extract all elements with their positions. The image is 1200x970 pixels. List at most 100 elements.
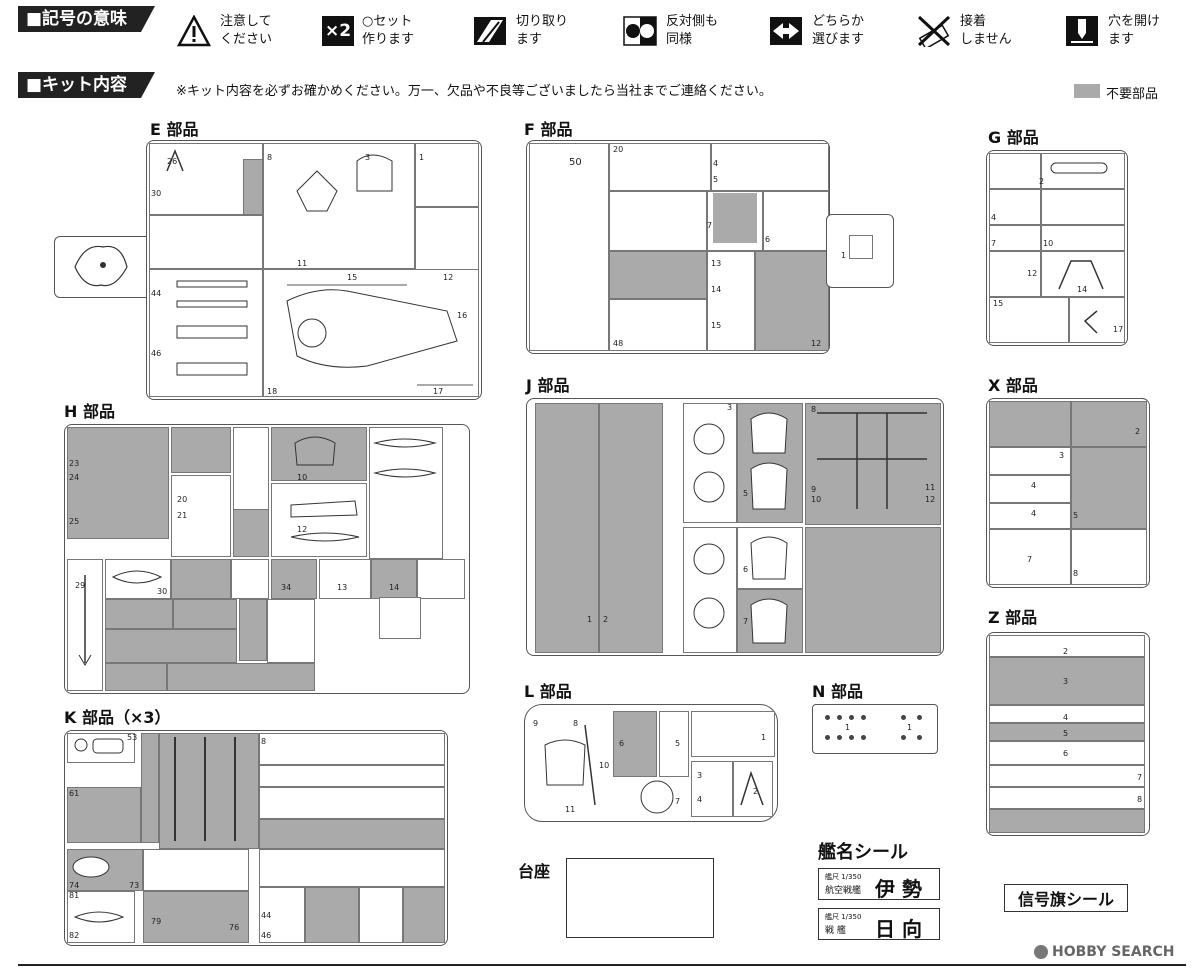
legend-text: 穴を開け ます [1108,14,1161,47]
legend-text: 切り取り ます [516,14,569,47]
sprue-z: 2 3 4 5 6 7 8 [986,632,1150,836]
sprue-cell [105,559,171,599]
legend-text: 接着 しません [960,14,1012,47]
sprue-cell [989,447,1071,475]
sprue-cell [369,427,443,559]
sprue-h: 23 24 10 12 25 20 21 29 30 13 14 34 [64,424,470,694]
sprue-cell [263,269,479,397]
hobby-search-logo-icon [1034,945,1048,959]
sprue-cell [1071,447,1147,529]
sprue-cell [805,527,941,653]
sprue-g: 2 4 7 10 12 14 15 17 [986,150,1128,346]
stand-base [566,858,714,938]
unused-swatch [1074,84,1100,98]
sprue-cell [763,191,829,251]
sprue-cell [609,299,707,351]
sprue-cell [609,143,711,191]
times-two-icon: ×2 [322,16,354,46]
watermark-text: HOBBY SEARCH [1052,944,1175,960]
nameplate-title: 艦名シール [818,842,908,863]
sprue-cell [989,153,1041,189]
warning-triangle-icon [176,13,212,49]
choose-either-icon [768,13,804,49]
sprue-cell [691,711,775,757]
sprue-cell [271,559,317,599]
legend-text: 注意して ください [220,14,273,47]
sprue-cell [535,403,599,653]
sprue-cell [415,143,479,207]
watermark: HOBBY SEARCH [1034,944,1174,960]
section-label-z: Z 部品 [988,608,1038,627]
legend-warning: 注意して ください [176,6,272,56]
sprue-cell [609,191,707,251]
sprue-cell [989,529,1071,585]
sprue-cell [683,403,737,523]
sprue-cell [105,663,167,691]
sprue-cell [989,225,1041,251]
sprue-cell [359,887,403,943]
sprue-cell [989,809,1145,833]
sprue-cell [1069,297,1125,343]
sprue-cell [713,193,757,243]
sprue-cell [271,483,367,557]
sprue-cell [755,251,829,351]
bottom-rule [18,964,1186,966]
sprue-cell [259,787,445,819]
sprue-cell [989,189,1041,225]
sprue-cell [143,891,249,943]
legend-cut: 切り取り ます [472,6,568,56]
drill-hole-icon [1064,13,1100,49]
sprue-cell [233,427,269,521]
section-label-x: X 部品 [988,376,1038,395]
legend-times-two: ×2 ○セット 作ります [322,6,414,56]
sprue-cell [233,509,269,557]
sprue-f-tab: 1 [826,214,894,288]
legend-either: どちらか 選びます [768,6,864,56]
nameplate-sticker-ise: 艦尺 1/350 航空戦艦 伊 勢 [818,868,940,901]
flag-sticker: 信号旗シール [1004,884,1128,912]
sprue-cell [171,475,231,557]
section-label-e: E 部品 [150,120,199,139]
sprue-cell [989,723,1145,741]
sprue-cell [149,215,263,269]
sprue-cell [417,559,465,599]
legend-no-glue: 接着 しません [916,6,1012,56]
sprue-cell [173,599,237,629]
sprue-cell [271,427,367,481]
sticker-name: 伊 勢 [875,877,922,901]
sprue-cell [259,849,445,887]
legend-opposite: 反対側も 同様 [622,6,718,56]
sprue-cell [259,765,445,787]
sprue-cell [989,251,1041,297]
sprue-cell [379,597,421,639]
sprue-cell [267,599,315,663]
section-label-j: J 部品 [526,376,570,395]
sprue-cell [1041,225,1125,251]
stand-label: 台座 [518,862,551,881]
sprue-cell [711,143,829,191]
sprue-cell [691,761,733,817]
sprue-cell [805,403,941,525]
sticker-type: 戦 艦 [825,926,846,936]
legend-text: どちらか 選びます [812,14,865,47]
sprue-cell [171,427,231,473]
legend-text: 反対側も 同様 [666,14,719,47]
sprue-cell [989,297,1069,343]
sprue-cell [609,251,707,299]
sprue-cell [849,235,873,259]
no-glue-icon [916,13,952,49]
legend-drill: 穴を開け ます [1064,6,1160,56]
cut-icon [472,13,508,49]
sprue-cell [167,663,315,691]
sprue-cell [259,819,445,849]
sprue-cell [259,733,445,765]
sticker-name: 日 向 [875,917,922,941]
sprue-cell [659,711,689,777]
sprue-cell [263,143,415,269]
kit-header: ■キット内容 [18,72,156,98]
sprue-l: 9 8 10 11 6 5 7 1 3 4 2 [524,704,778,822]
legend-text: ○セット 作ります [362,14,415,47]
sprue-cell [105,629,237,663]
section-label-n: N 部品 [812,682,863,701]
sticker-type: 航空戦艦 [825,886,862,896]
